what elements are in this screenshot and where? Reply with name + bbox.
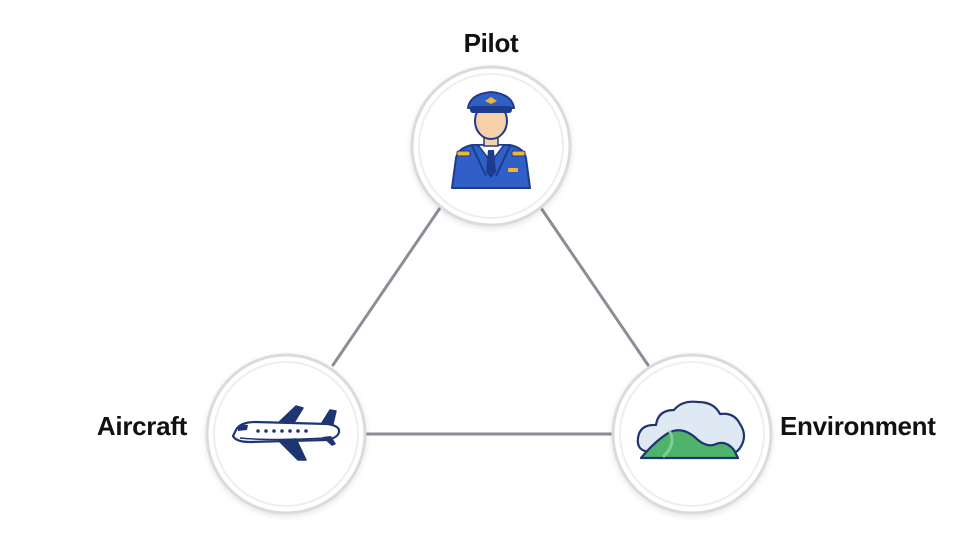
cloud-mountain-icon xyxy=(636,400,746,460)
airplane-icon xyxy=(231,405,341,461)
node-environment xyxy=(611,353,773,515)
pilot-icon xyxy=(451,91,531,189)
edge-pilot-aircraft xyxy=(331,206,442,367)
edge-pilot-environment xyxy=(539,206,650,367)
aircraft-label: Aircraft xyxy=(96,411,187,441)
node-aircraft xyxy=(205,353,367,515)
node-pilot xyxy=(410,65,572,227)
pilot-label: Pilot xyxy=(463,28,519,58)
environment-label: Environment xyxy=(780,411,936,441)
edges xyxy=(331,206,650,436)
